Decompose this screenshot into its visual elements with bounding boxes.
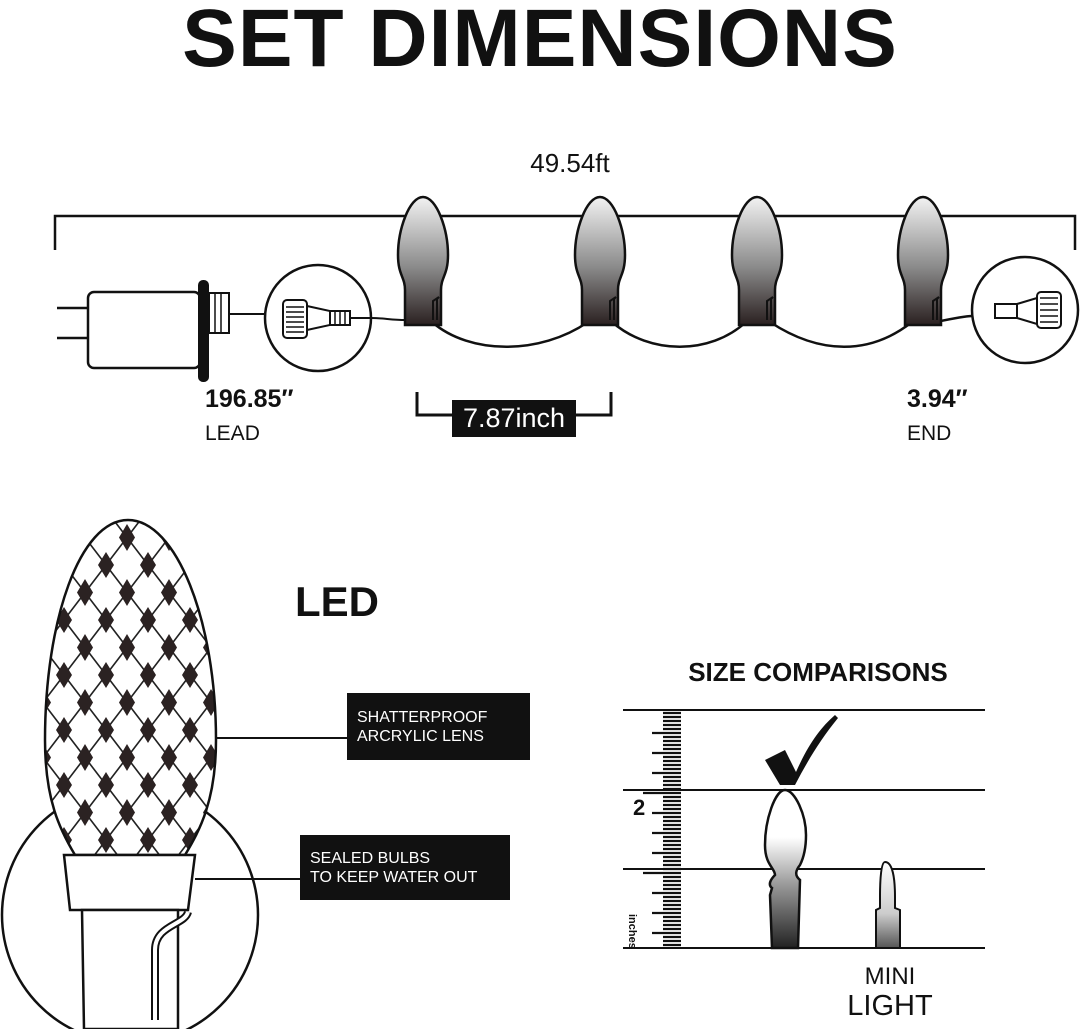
total-length: 49.54ft [530, 148, 610, 178]
ruler-mark-label: 2 [633, 795, 646, 820]
end-connector-detail [970, 255, 1080, 365]
lead-length-value: 196.85″ [205, 385, 294, 413]
size-comparison-title: SIZE COMPARISONS [688, 657, 948, 687]
lens-callout: SHATTERPROOF ARCRYLIC LENS [347, 693, 530, 760]
bulb [896, 195, 950, 327]
end-label: END [907, 422, 952, 445]
end-length-value: 3.94″ [907, 385, 968, 413]
mini-label: MINI [864, 963, 916, 990]
checkmark-icon [765, 715, 838, 785]
sealed-callout-line1: SEALED BULBS [310, 849, 431, 867]
bulb-spacing-badge: 7.87inch [452, 400, 576, 437]
bulb [573, 195, 627, 327]
page-title: SET DIMENSIONS [182, 0, 898, 84]
bulb [396, 195, 450, 327]
lead-label: LEAD [205, 422, 260, 445]
led-bulb-detail [0, 518, 347, 1029]
sealed-callout-line2: TO KEEP WATER OUT [310, 868, 478, 886]
light-label: LIGHT [847, 990, 933, 1022]
lens-callout-line2: ARCRYLIC LENS [357, 727, 484, 745]
power-adapter [57, 280, 268, 382]
sealed-callout: SEALED BULBS TO KEEP WATER OUT [300, 835, 510, 900]
lead-connector-detail [263, 263, 407, 373]
led-heading: LED [295, 578, 379, 625]
size-comparison-chart [623, 709, 985, 950]
spacing-bracket [415, 392, 613, 417]
lens-callout-line1: SHATTERPROOF [357, 708, 488, 726]
bulb [730, 195, 784, 327]
length-bracket [53, 214, 1077, 250]
light-wire [431, 314, 973, 348]
ruler-unit-label: inches [626, 914, 638, 949]
